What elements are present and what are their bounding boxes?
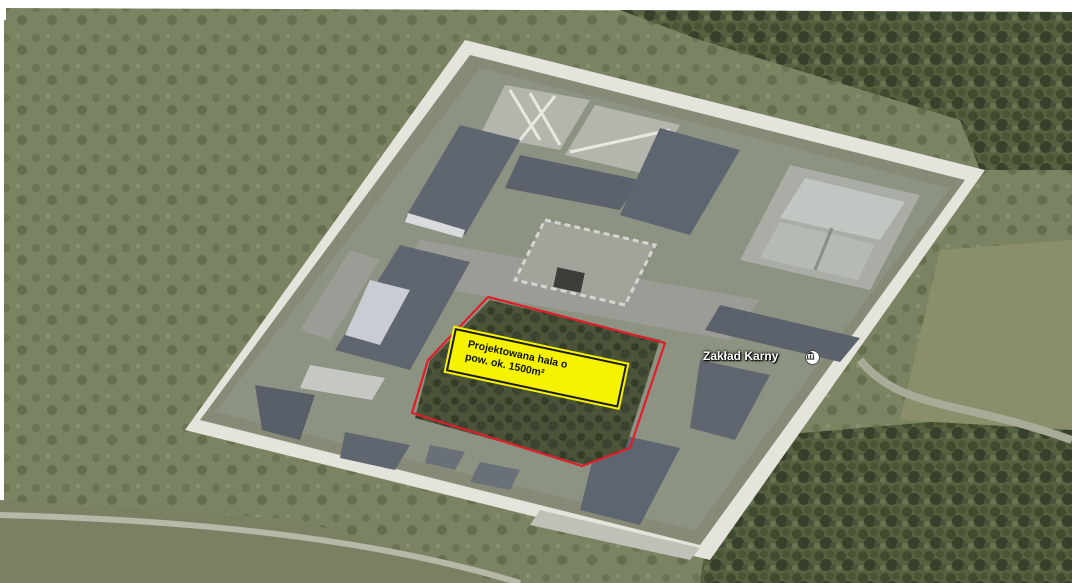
poi-label[interactable]: Zakład Karny	[703, 349, 779, 363]
government-building-icon[interactable]	[805, 350, 820, 365]
